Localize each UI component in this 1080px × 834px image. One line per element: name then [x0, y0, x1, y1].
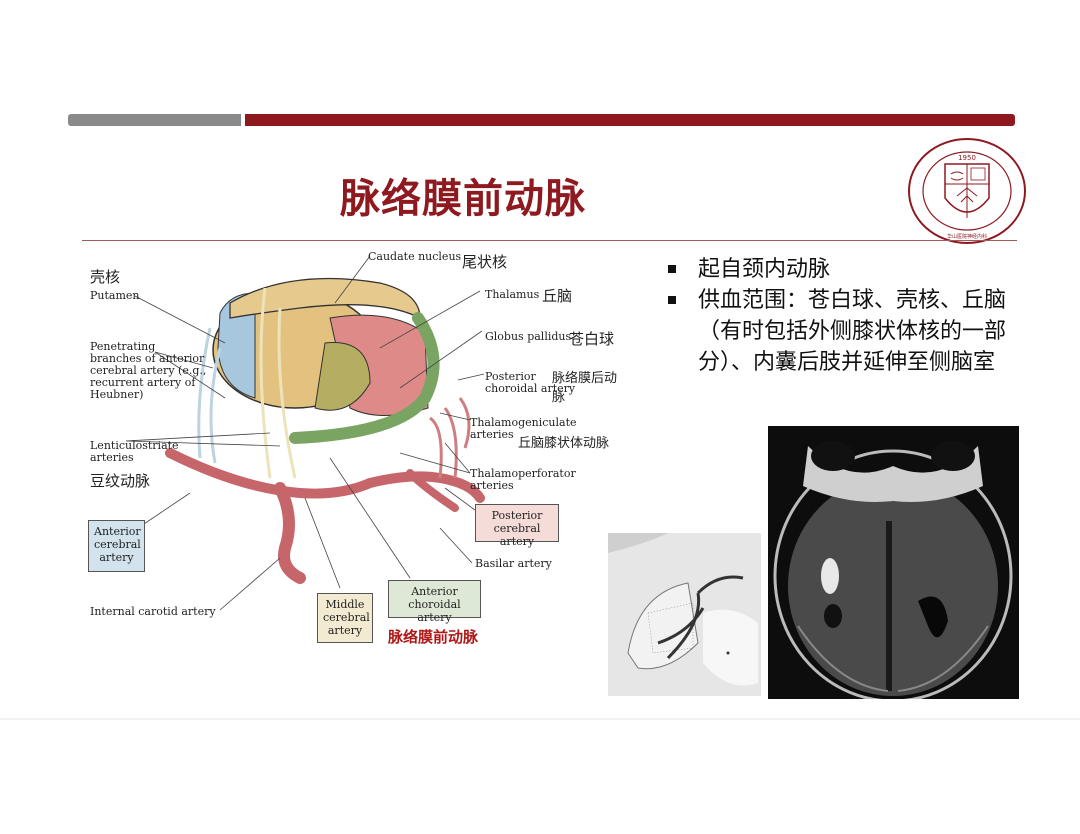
- label-thalamoperforator: Thalamoperforator arteries: [470, 467, 576, 492]
- label-internal-carotid: Internal carotid artery: [90, 605, 216, 618]
- label-posterior-choroidal: Posterior choroidal artery: [485, 370, 576, 395]
- label-thalamus-cn: 丘脑: [542, 287, 573, 305]
- bullet-list: 起自颈内动脉 供血范围：苍白球、壳核、丘脑（有时包括外侧膝状体核的一部分）、内囊…: [668, 254, 1028, 378]
- vascular-territory-diagram-icon: [608, 533, 761, 696]
- bullet-square-icon: [668, 265, 676, 273]
- mri-scan-image-icon: [768, 426, 1019, 699]
- bullet-item-supply: 供血范围：苍白球、壳核、丘脑（有时包括外侧膝状体核的一部分）、内囊后肢并延伸至侧…: [668, 285, 1028, 378]
- header-bar-gray: [68, 114, 241, 126]
- box-anterior-cerebral-artery: Anterior cerebral artery: [88, 520, 145, 572]
- header-bar-red: [245, 114, 1015, 126]
- label-thalamogeniculate-cn: 丘脑膝状体动脉: [518, 436, 610, 451]
- label-posterior-choroidal-cn: 脉络膜后动脉: [552, 371, 618, 405]
- label-putamen-cn: 壳核: [90, 268, 121, 286]
- box-anterior-choroidal-artery: Anterior choroidal artery: [388, 580, 481, 624]
- label-basilar-artery: Basilar artery: [475, 557, 552, 570]
- label-penetrating-branches: Penetrating branches of anterior cerebra…: [90, 340, 207, 401]
- label-lenticulostriate-cn: 豆纹动脉: [90, 472, 151, 490]
- label-caudate-cn: 尾状核: [462, 253, 508, 271]
- label-thalamus: Thalamus: [485, 288, 540, 301]
- label-anterior-choroidal-cn: 脉络膜前动脉: [388, 628, 479, 646]
- label-globus-pallidus: Globus pallidus: [485, 330, 572, 343]
- label-lenticulostriate: Lenticulostriate arteries: [90, 439, 179, 464]
- label-caudate: Caudate nucleus: [368, 250, 462, 263]
- box-middle-cerebral-artery: Middle cerebral artery: [317, 593, 373, 643]
- label-putamen: Putamen: [90, 289, 140, 302]
- svg-text:1950: 1950: [958, 154, 976, 162]
- anatomy-diagram: 壳核 Putamen Penetrating branches of anter…: [80, 248, 620, 668]
- label-thalamogeniculate: Thalamogeniculate arteries: [470, 416, 577, 441]
- bullet-square-icon: [668, 296, 676, 304]
- bullet-item-origin: 起自颈内动脉: [668, 254, 1028, 285]
- box-posterior-cerebral-artery: Posterior cerebral artery: [475, 504, 559, 548]
- slide-bottom-divider: [0, 718, 1080, 720]
- label-globus-pallidus-cn: 苍白球: [569, 330, 615, 348]
- title-divider: [82, 240, 1017, 241]
- slide-title: 脉络膜前动脉: [340, 176, 586, 222]
- svg-text:华山医院神经内科: 华山医院神经内科: [947, 233, 987, 240]
- hospital-logo-icon: 1950 华山医院神经内科: [908, 138, 1026, 244]
- basal-ganglia-illustration-icon: [125, 255, 485, 611]
